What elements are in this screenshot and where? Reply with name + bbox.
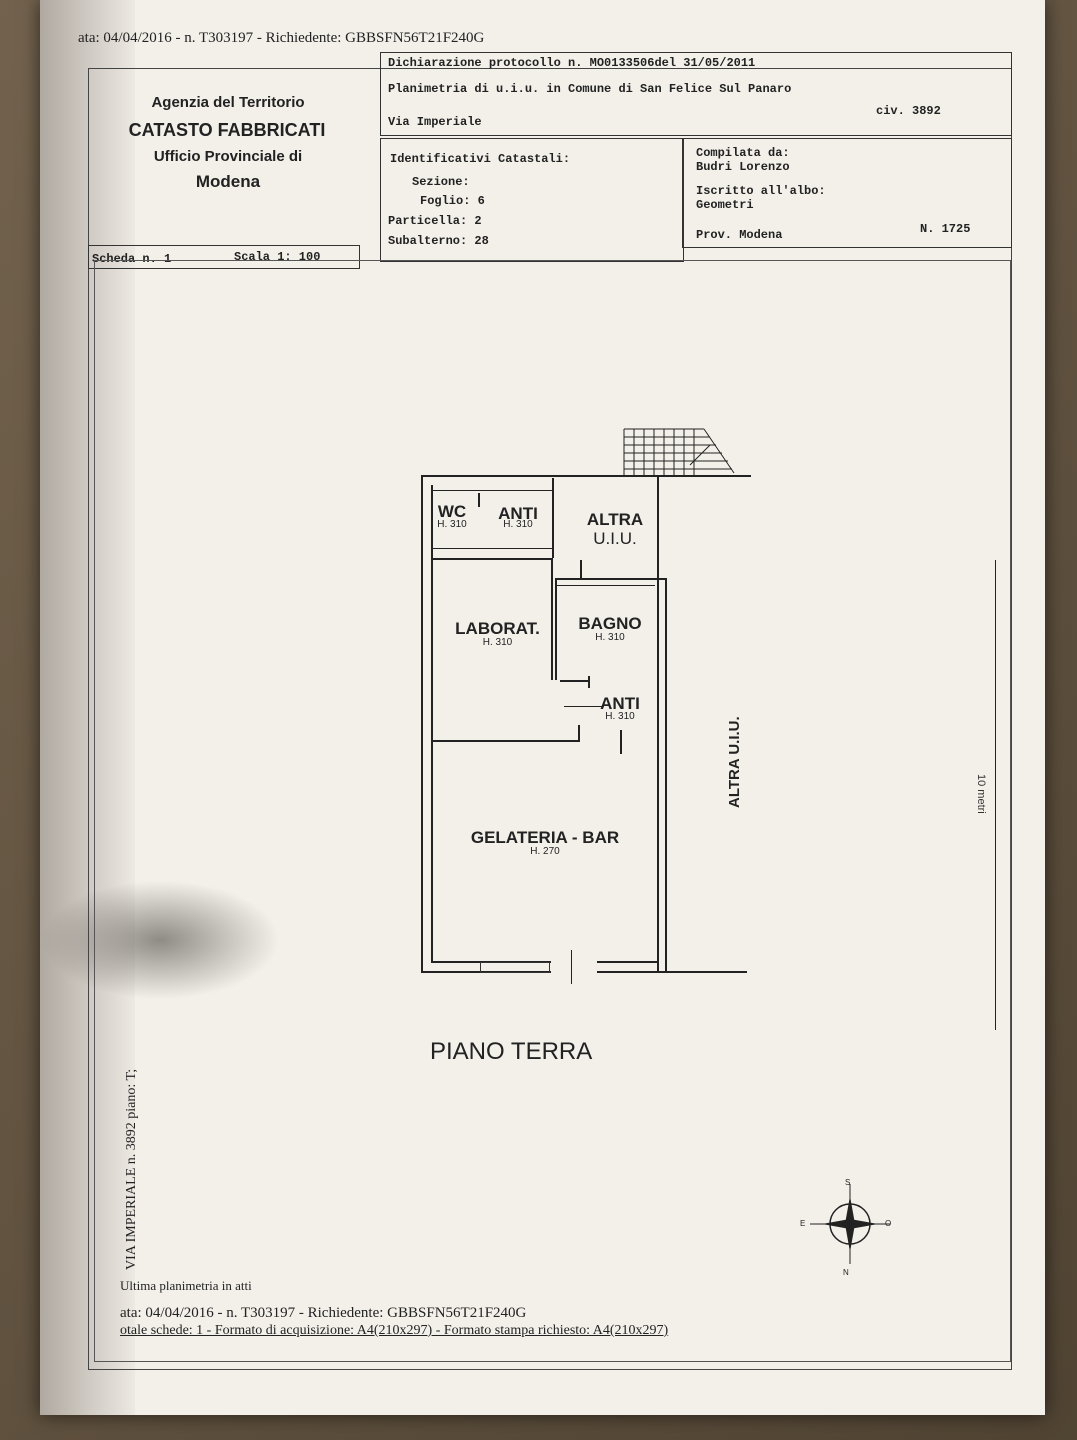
compiler-title: Compilata da: bbox=[696, 146, 790, 160]
wall-right-outer bbox=[665, 578, 667, 972]
wall-bagno-top bbox=[555, 585, 655, 586]
identifiers-title: Identificativi Catastali: bbox=[390, 152, 571, 166]
wall-wc-right bbox=[552, 478, 554, 558]
side-address-text: VIA IMPERIALE n. 3892 piano: T; bbox=[124, 1068, 139, 1270]
identifier-foglio: Foglio: 6 bbox=[420, 194, 485, 208]
room-wc-label: WC bbox=[437, 502, 467, 521]
compass-s-label: S bbox=[845, 1178, 851, 1187]
wall-bottom-right bbox=[597, 971, 747, 973]
wall-bagno-bottom bbox=[560, 680, 590, 682]
compass-e-label: E bbox=[800, 1219, 806, 1228]
scheda-number: Scheda n. 1 bbox=[92, 252, 172, 266]
room-bagno-label: BAGNO bbox=[578, 614, 642, 633]
wall-left-inner bbox=[431, 485, 433, 963]
compiler-name: Budri Lorenzo bbox=[696, 160, 790, 174]
room-anti1-height: H. 310 bbox=[503, 519, 533, 530]
wall-altra-right bbox=[657, 476, 659, 580]
identifiers-box bbox=[380, 138, 684, 262]
door-front bbox=[571, 950, 572, 984]
identifier-particella: Particella: 2 bbox=[388, 214, 482, 228]
room-altra2-label: ALTRA U.I.U. bbox=[726, 716, 743, 808]
footer-request-line: ata: 04/04/2016 - n. T303197 - Richieden… bbox=[120, 1305, 527, 1321]
scheda-box bbox=[88, 245, 360, 269]
wall-lab-notch bbox=[580, 560, 582, 580]
room-laborat-label: LABORAT. bbox=[455, 619, 540, 638]
room-anti1-label: ANTI bbox=[498, 504, 538, 523]
stairs-symbol bbox=[623, 428, 735, 475]
declaration-planimetria: Planimetria di u.i.u. in Comune di San F… bbox=[388, 82, 792, 96]
window-front bbox=[480, 962, 550, 973]
compass-n-label: N bbox=[843, 1268, 849, 1277]
compass-o-label: O bbox=[885, 1219, 892, 1228]
wall-gelateria-stub bbox=[578, 725, 580, 742]
wall-anti2-mark bbox=[564, 706, 604, 707]
agency-catasto: CATASTO FABBRICATI bbox=[128, 120, 326, 140]
scale-bar-label: 10 metri bbox=[975, 774, 987, 814]
finger-shadow bbox=[40, 880, 280, 1000]
wall-bagno-stub bbox=[588, 676, 590, 688]
drawing-frame bbox=[94, 260, 1011, 1362]
agency-office: Ufficio Provinciale di bbox=[153, 148, 303, 165]
compiler-province: Prov. Modena bbox=[696, 228, 783, 242]
paper-shadow bbox=[40, 0, 135, 1415]
floor-title: PIANO TERRA bbox=[430, 1038, 593, 1065]
footer-format-line: otale schede: 1 - Formato di acquisizion… bbox=[120, 1323, 669, 1338]
header-request-line: ata: 04/04/2016 - n. T303197 - Richieden… bbox=[78, 30, 485, 46]
room-altra1-label: ALTRA bbox=[586, 510, 644, 529]
room-bagno-height: H. 310 bbox=[595, 632, 625, 643]
wall-left bbox=[421, 475, 423, 973]
wall-right bbox=[657, 578, 659, 972]
room-gelateria-label: GELATERIA - BAR bbox=[470, 828, 620, 847]
compiler-box bbox=[682, 138, 1012, 248]
declaration-street: Via Imperiale bbox=[388, 115, 482, 129]
wall-lab-top bbox=[431, 558, 553, 560]
room-anti2-label: ANTI bbox=[600, 694, 640, 713]
declaration-protocol: Dichiarazione protocollo n. MO0133506del… bbox=[388, 56, 756, 70]
scale-bar-line bbox=[995, 560, 996, 1030]
wall-altra-bottom bbox=[555, 578, 665, 580]
room-wc-height: H. 310 bbox=[437, 519, 467, 530]
compiler-number: N. 1725 bbox=[920, 222, 971, 236]
wall-gelateria-top bbox=[431, 740, 579, 742]
compass-rose bbox=[810, 1184, 890, 1264]
compiler-albo: Iscritto all'albo: bbox=[696, 184, 826, 198]
declaration-box bbox=[380, 52, 1012, 136]
wall-bottom-right-inner bbox=[597, 961, 659, 963]
declaration-civic: civ. 3892 bbox=[876, 104, 941, 118]
cadastral-sheet: ata: 04/04/2016 - n. T303197 - Richieden… bbox=[40, 0, 1045, 1415]
sheet-frame bbox=[88, 68, 1012, 1370]
wall-top bbox=[421, 475, 751, 477]
identifier-sezione: Sezione: bbox=[412, 175, 470, 189]
compiler-albo-value: Geometri bbox=[696, 198, 754, 212]
identifier-subalterno: Subalterno: 28 bbox=[388, 234, 489, 248]
wall-wc-bottom bbox=[431, 548, 553, 549]
wall-wc-divider bbox=[478, 493, 480, 507]
wall-wc-top bbox=[431, 490, 553, 491]
wall-bagno-left bbox=[555, 580, 557, 680]
room-gelateria-height: H. 270 bbox=[530, 846, 560, 857]
room-laborat-height: H. 310 bbox=[482, 637, 513, 648]
wall-anti2-door bbox=[620, 730, 622, 754]
agency-name: Agenzia del Territorio bbox=[151, 94, 305, 111]
footer-last-plan: Ultima planimetria in atti bbox=[120, 1278, 252, 1293]
room-anti2-height: H. 310 bbox=[605, 711, 635, 722]
room-altra1-sublabel: U.I.U. bbox=[593, 529, 637, 548]
agency-province: Modena bbox=[195, 172, 261, 191]
wall-lab-right bbox=[551, 560, 553, 680]
